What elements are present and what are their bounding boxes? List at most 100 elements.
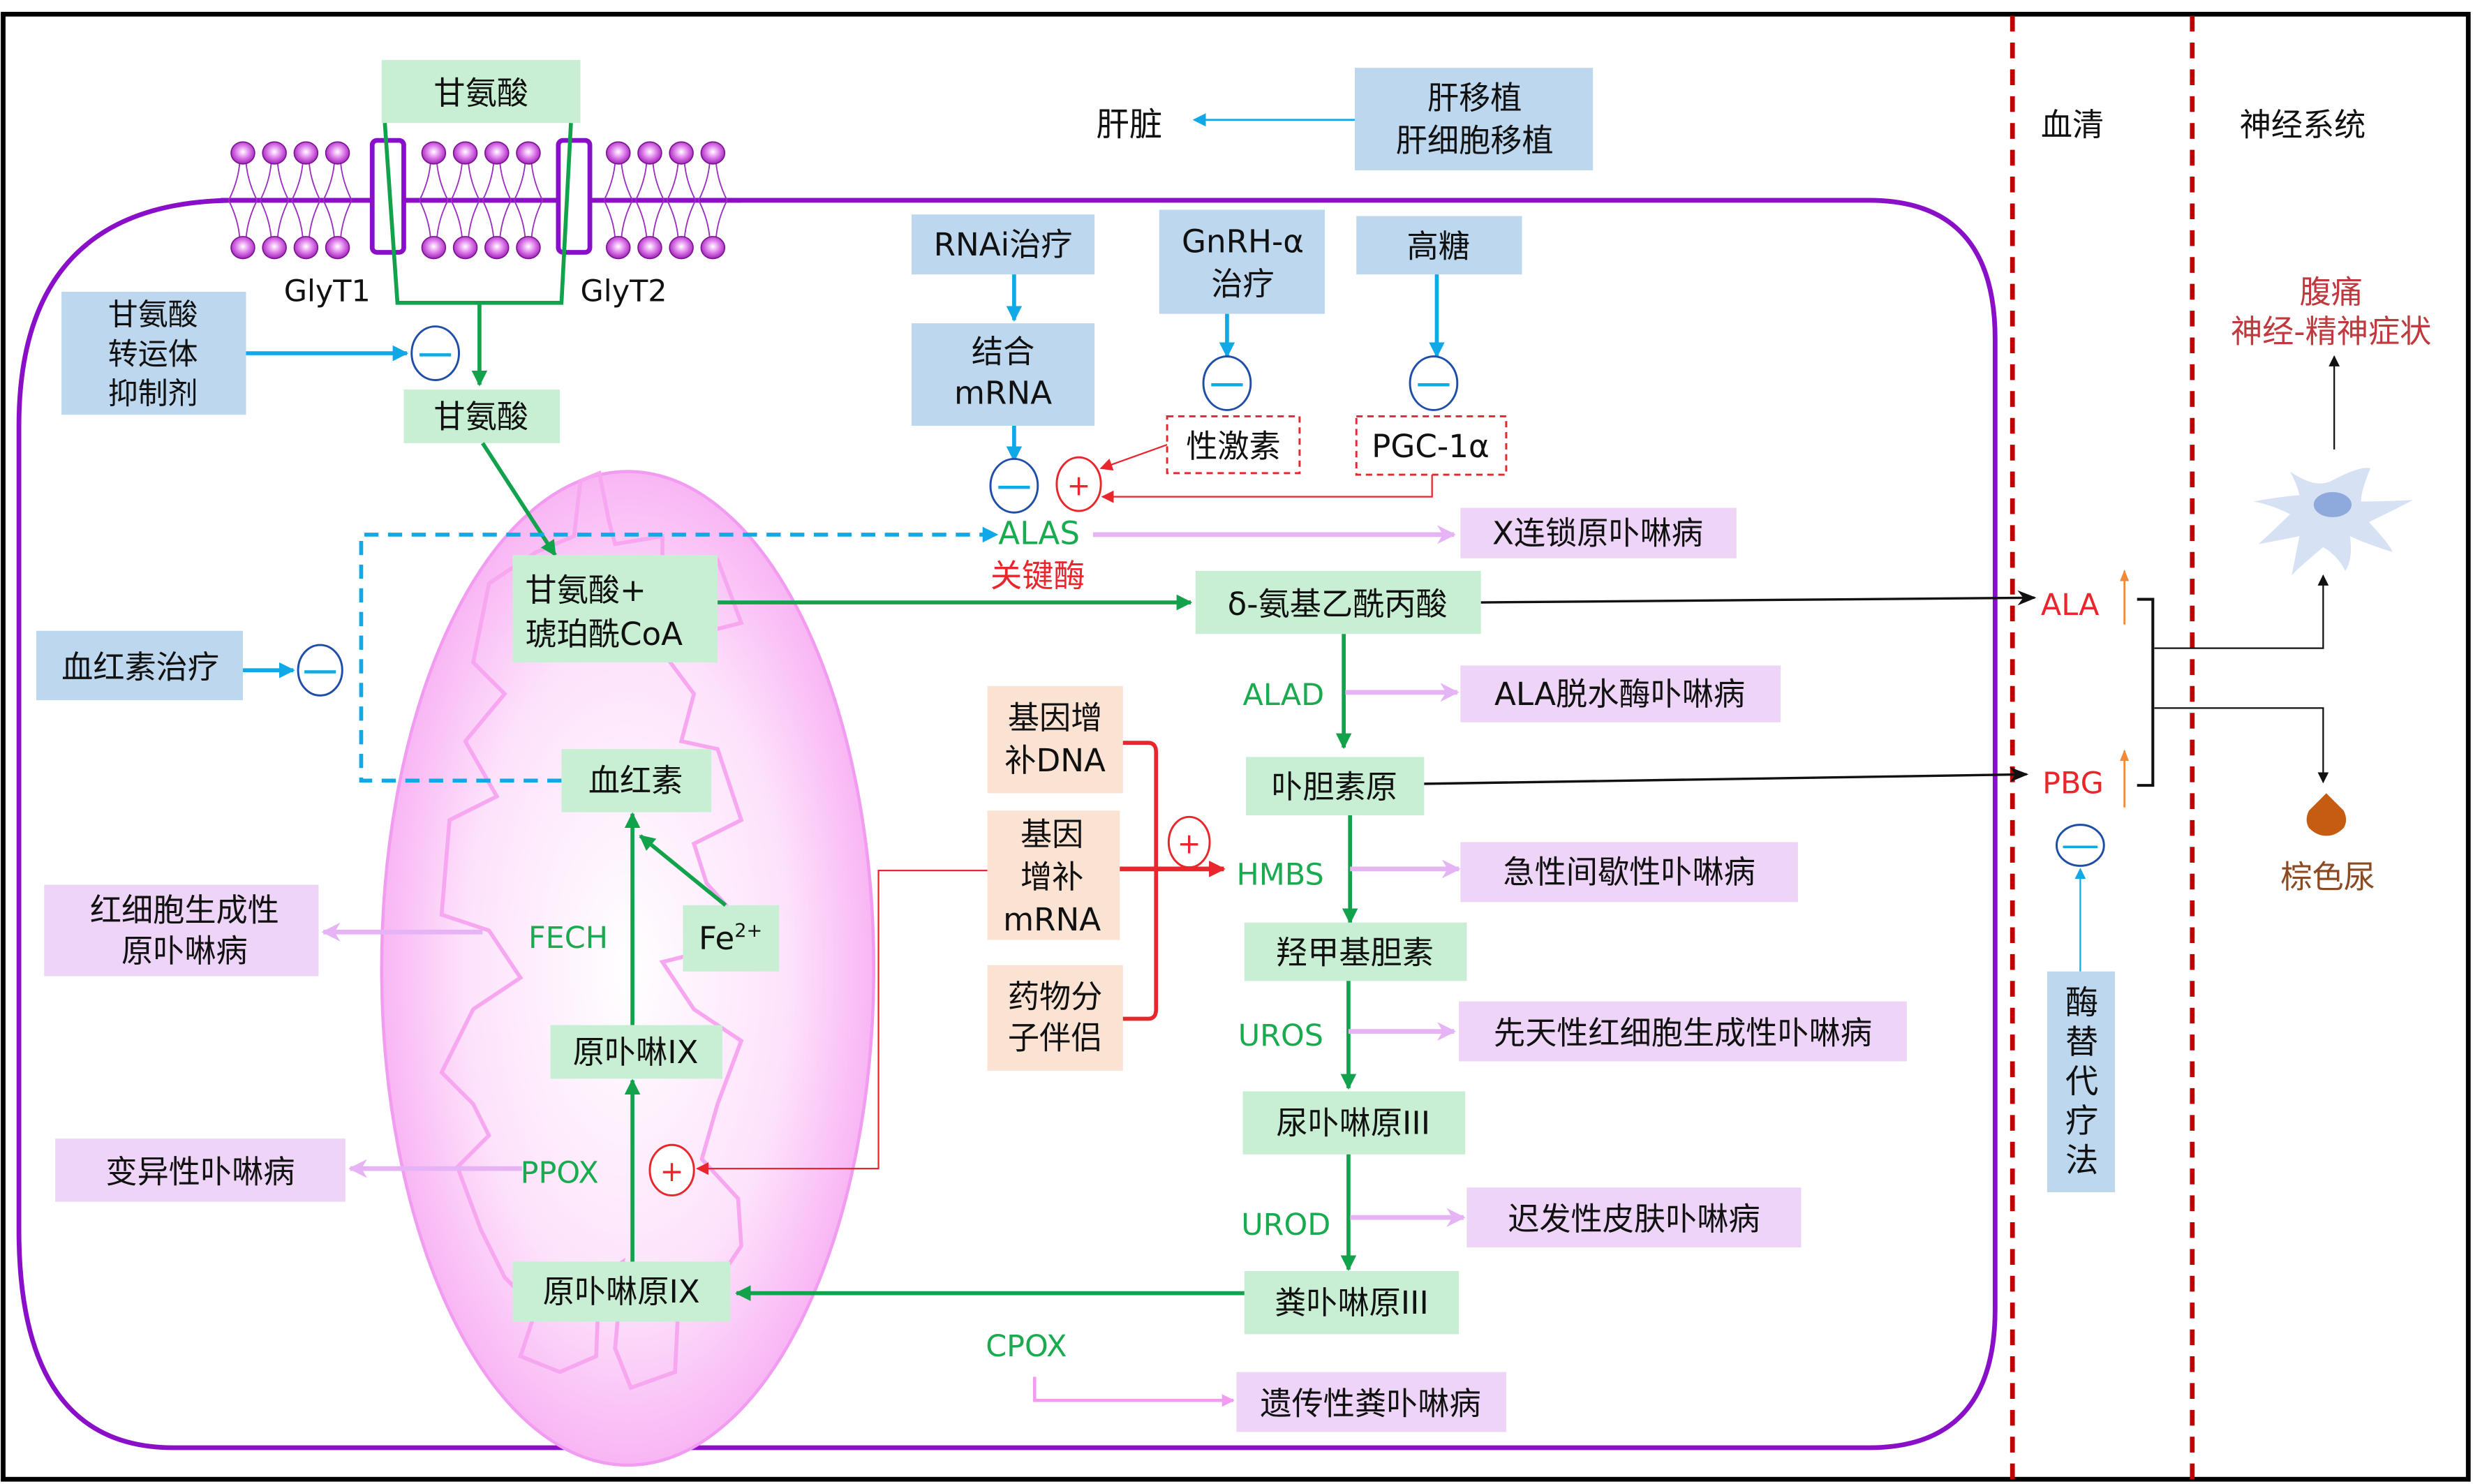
enzyme-ppox: PPOX: [521, 1155, 599, 1190]
lipid-tail: [322, 200, 352, 239]
neuron-icon: [2253, 468, 2414, 576]
lipid-tail: [603, 200, 633, 239]
lipid-tail: [322, 162, 352, 201]
lipid-tail: [228, 162, 258, 201]
therapy-heme-label: 血红素治疗: [61, 649, 219, 686]
arrow-iron-to-heme: [639, 834, 727, 907]
serum-marker-pbg: PBG: [2042, 766, 2104, 801]
gene-therapy-mrna-line1: 基因: [1020, 816, 1083, 853]
arrow-ala-to-serum: [1480, 590, 2037, 606]
enzyme-alas: ALAS: [998, 514, 1080, 551]
lipid-tail: [291, 162, 321, 201]
inhibit-icon: [1409, 355, 1459, 411]
lipid-tail: [482, 200, 512, 239]
arrow-pbg-to-serum: [1424, 766, 2029, 785]
svg-text:+: +: [1067, 468, 1091, 502]
arrow-sex-hormone: [1099, 444, 1168, 471]
disease-cep-label: 先天性红细胞生成性卟啉病: [1494, 1015, 1872, 1052]
lipid-tail: [419, 200, 449, 239]
therapy-enzyme-replacement-char: 替: [2065, 1023, 2098, 1062]
regulator-pgc1a-label: PGC-1α: [1372, 428, 1490, 465]
metabolite-protoporphyrinogen-label: 原卟啉原IX: [543, 1273, 700, 1310]
metabolite-protoporphyrinogen: [512, 1261, 731, 1322]
therapy-liver-transplant-line2: 肝细胞移植: [1396, 122, 1554, 159]
metabolite-iron-label: Fe2+: [699, 920, 762, 957]
metabolite-uro3: [1242, 1091, 1466, 1155]
therapy-glyt-inhibitor-line2: 转运体: [108, 337, 198, 372]
lipid-tail: [666, 162, 697, 201]
arrow-to-urine: [2154, 707, 2329, 784]
heme-feedback-line: [359, 526, 999, 783]
gene-therapy-chaperone-line2: 子伴侣: [1008, 1019, 1103, 1056]
therapy-gnrh-line1: GnRH-α: [1182, 223, 1304, 260]
lipid-tail: [666, 200, 697, 239]
metabolite-glycine-outside: [381, 59, 581, 124]
metabolite-pbg: [1246, 757, 1425, 816]
metabolite-glycine-succinylcoa-line1: 甘氨酸+: [525, 572, 646, 609]
lipid-head: [452, 236, 478, 260]
lipid-head: [230, 236, 255, 260]
disease-adp-label: ALA脱水酶卟啉病: [1494, 676, 1745, 713]
activate-icon: +: [1167, 815, 1211, 869]
lipid-tail: [698, 200, 728, 239]
cell-membrane: [16, 198, 1998, 1450]
therapy-bind-mrna-line1: 结合: [972, 334, 1034, 371]
metabolite-heme: [561, 749, 712, 813]
lipid-head: [421, 141, 447, 165]
gene-therapy-dna-line1: 基因增: [1008, 699, 1103, 736]
lipid-tail: [513, 162, 544, 201]
therapy-gnrh: [1159, 209, 1325, 314]
disease-hcp-label: 遗传性粪卟啉病: [1260, 1386, 1480, 1423]
svg-text:+: +: [660, 1155, 684, 1188]
lipid-head: [325, 141, 350, 165]
disease-hcp: [1236, 1372, 1506, 1432]
gene-therapy-mrna-line3: mRNA: [1003, 901, 1101, 938]
lipid-tail: [260, 200, 290, 239]
inhibit-icon: [2056, 824, 2105, 867]
lipid-head: [484, 141, 510, 165]
therapy-enzyme-replacement-char: 代: [2065, 1063, 2098, 1101]
lipid-head: [293, 236, 319, 260]
metabolite-protoporphyrin-label: 原卟啉IX: [573, 1034, 699, 1071]
lipid-tail: [450, 200, 480, 239]
gene-therapy-chaperone: [987, 965, 1123, 1071]
metabolite-glycine-inside: [403, 389, 560, 443]
regulator-sex-hormone: [1166, 415, 1301, 475]
arrow-to-nervous: [2154, 574, 2329, 649]
gene-therapy-dna: [987, 685, 1123, 794]
therapy-high-sugar-label: 高糖: [1407, 228, 1470, 265]
metabolite-glycine-succinylcoa-line2: 琥珀酰CoA: [525, 616, 683, 653]
therapy-enzyme-replacement-char: 疗: [2065, 1102, 2098, 1141]
symptom-brown-urine: 棕色尿: [2280, 859, 2375, 896]
disease-aip-label: 急性间歇性卟啉病: [1503, 854, 1755, 891]
lipid-bilayer: [221, 141, 741, 260]
gene-therapy-mrna: [987, 810, 1120, 940]
enzyme-hmbs: HMBS: [1237, 857, 1324, 892]
lipid-tail: [291, 200, 321, 239]
regulator-sex-hormone-label: 性激素: [1186, 428, 1281, 465]
arrow-glycine-transport: [383, 123, 573, 305]
arrow-pgc1a: [1101, 475, 1433, 503]
metabolite-heme-label: 血红素: [588, 762, 683, 799]
lipid-head: [637, 141, 662, 165]
disease-adp: [1460, 665, 1781, 722]
lipid-head: [700, 236, 726, 260]
lipid-head: [293, 141, 319, 165]
lipid-head: [325, 236, 350, 260]
inhibit-icon: [989, 457, 1039, 514]
therapy-enzyme-replacement-char: 法: [2065, 1142, 2098, 1180]
lipid-head: [516, 141, 541, 165]
enzyme-fech: FECH: [528, 921, 608, 956]
lipid-head: [421, 236, 447, 260]
enzyme-alas-note: 关键酶: [990, 557, 1085, 594]
compartment-liver-label: 肝脏: [1096, 105, 1162, 144]
lipid-tail: [482, 162, 512, 201]
urine-drop-icon: [2306, 793, 2347, 836]
disease-aip: [1460, 842, 1798, 903]
therapy-bind-mrna-line2: mRNA: [954, 374, 1052, 411]
serum-marker-ala: ALA: [2041, 588, 2100, 623]
lipid-tail: [698, 162, 728, 201]
metabolite-protoporphyrin: [550, 1025, 722, 1079]
gene-therapy-dna-line2: 补DNA: [1004, 742, 1106, 779]
